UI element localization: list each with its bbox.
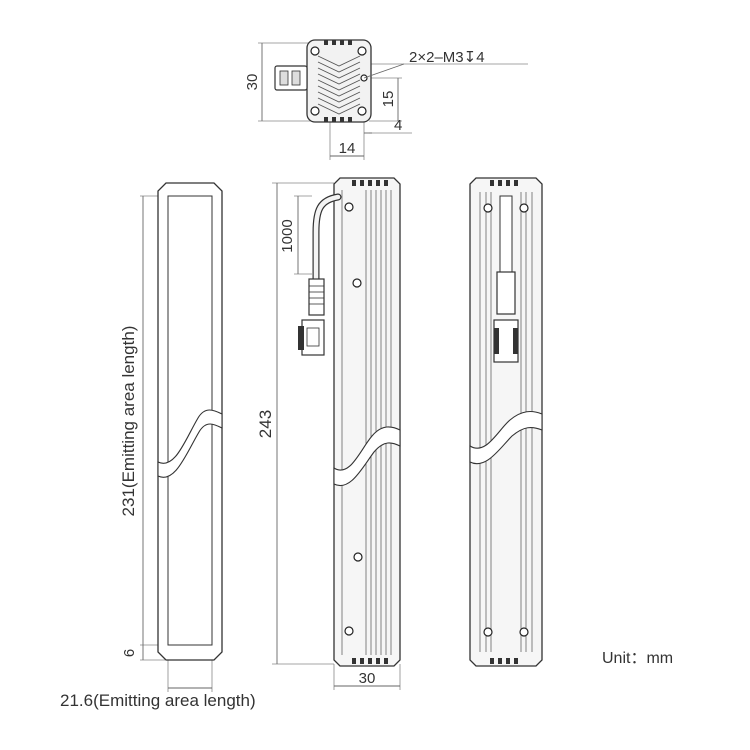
rear-view-teeth [490, 180, 518, 664]
rear-view-cable-slot [499, 195, 513, 273]
cable-plug-latch [298, 326, 304, 350]
rear-view-connector [496, 271, 516, 315]
cable-connector-grip [309, 285, 324, 305]
side-view-housing [333, 177, 401, 667]
top-dim-height: 30 [244, 74, 261, 91]
rear-view-rails [479, 192, 533, 652]
front-view-break-line [157, 409, 223, 478]
top-dim-hole-offset: 15 [380, 91, 397, 108]
rear-view-plug-latch-left [494, 328, 499, 354]
side-view-teeth [352, 180, 388, 664]
connector-pin [291, 70, 301, 86]
rear-view-housing [469, 177, 543, 667]
top-dim-width: 14 [339, 140, 356, 157]
rear-view [469, 177, 543, 667]
front-view-outline [157, 182, 223, 661]
cable-connector-body [308, 278, 325, 316]
top-dim-edge: 4 [394, 117, 402, 134]
front-dim-length: 231(Emitting area length) [119, 326, 138, 517]
top-view-extension-lines [258, 42, 528, 160]
front-view-dimension-lines [142, 196, 212, 689]
rear-view-break-line [469, 410, 543, 465]
end-view-teeth [324, 40, 352, 122]
cable-plug-window [306, 327, 320, 347]
rear-view-plug-latch-right [513, 328, 518, 354]
side-view-dimension-lines [276, 183, 400, 687]
side-view: 243 1000 30 [256, 177, 401, 690]
end-view-mounting-holes [310, 46, 368, 116]
emitting-area [167, 195, 213, 646]
connector-pin [279, 70, 289, 86]
thread-leader [363, 63, 405, 79]
end-view-fins [317, 55, 361, 115]
side-dim-width: 30 [359, 670, 376, 687]
rear-view-holes [483, 203, 529, 637]
top-view: 2×2–M3↧4 30 15 4 14 [244, 39, 528, 160]
front-dim-bottom: 6 [121, 649, 138, 657]
side-view-break-line [333, 426, 401, 487]
front-view: 231(Emitting area length) 6 21.6(Emittin… [60, 182, 256, 710]
top-view-dimension-lines [261, 43, 399, 157]
cable-inner [313, 194, 341, 283]
unit-label: Unit：mm [602, 650, 673, 667]
side-view-screws [344, 202, 363, 636]
front-dim-width: 21.6(Emitting area length) [60, 691, 256, 710]
cable-plug [301, 319, 325, 356]
side-dim-total-length: 243 [256, 410, 275, 438]
side-dim-cable: 1000 [279, 219, 296, 252]
side-view-fins [341, 190, 392, 655]
thread-callout: 2×2–M3↧4 [409, 49, 485, 66]
